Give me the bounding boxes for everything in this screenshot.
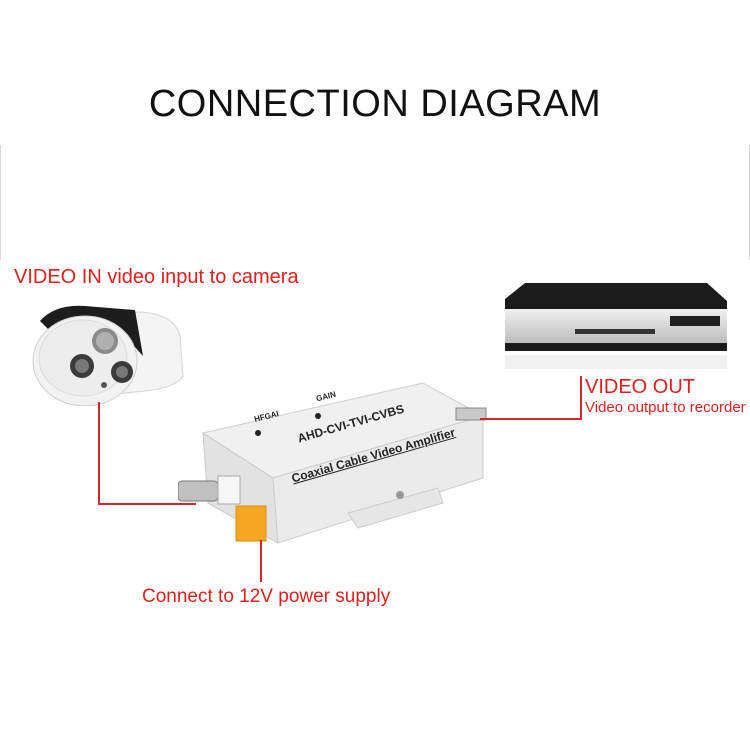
recorder-image [505, 283, 727, 369]
leader-line-video-in-vertical [98, 402, 100, 505]
leader-line-power [260, 540, 262, 582]
leader-line-video-in-horizontal [98, 503, 196, 505]
leader-line-video-out-horizontal [480, 418, 582, 420]
amplifier-device-image [178, 382, 487, 544]
label-video-out: VIDEO OUT [585, 376, 696, 398]
label-video-in: VIDEO IN video input to camera [14, 266, 299, 288]
camera-image [32, 305, 184, 406]
page-title: CONNECTION DIAGRAM [148, 83, 602, 125]
label-video-out-desc: Video output to recorder [585, 399, 746, 416]
label-power-supply: Connect to 12V power supply [142, 586, 391, 607]
frame-left-edge [0, 145, 1, 260]
leader-line-video-out-vertical [580, 376, 582, 420]
